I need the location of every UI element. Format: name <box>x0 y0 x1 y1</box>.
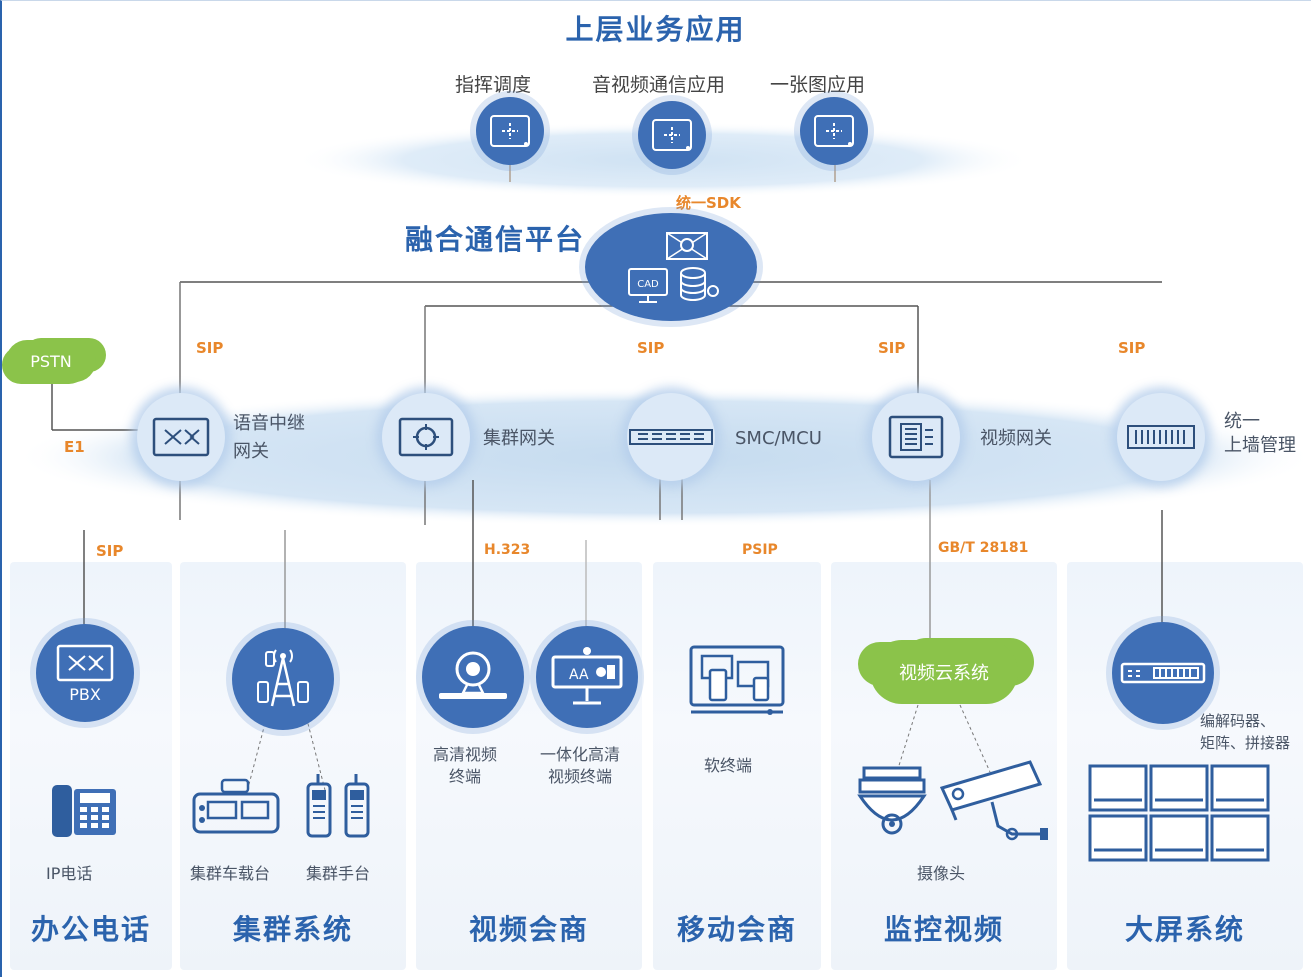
gateway-label-line: 统一 <box>1224 411 1260 432</box>
gateway-label-line: 语音中继 <box>233 413 305 434</box>
platform-title: 融合通信平台 <box>405 223 586 256</box>
svg-text:AA: AA <box>569 667 589 683</box>
app-label-map: 一张图应用 <box>770 74 866 96</box>
protocol-psip: PSIP <box>742 542 778 558</box>
platform-icon: CAD <box>585 213 757 321</box>
vehicle-radio-icon <box>192 778 280 834</box>
panel-title: 大屏系统 <box>1124 913 1245 946</box>
gateway-label-smc: SMC/MCU <box>735 428 822 449</box>
gateway-label-voice: 语音中继 网关 <box>233 410 305 466</box>
top-layer-title: 上层业务应用 <box>565 13 746 46</box>
voice-trunk-gateway-icon <box>137 393 225 481</box>
gateway-label-wall: 统一 上墙管理 <box>1224 410 1296 458</box>
sip-label-3: SIP <box>878 339 906 357</box>
gateway-label-trunking: 集群网关 <box>483 428 555 449</box>
camera-label: 摄像头 <box>917 864 966 883</box>
gateway-label-video: 视频网关 <box>980 428 1052 449</box>
sdk-label: 统一SDK <box>676 194 741 212</box>
handheld-radio-label: 集群手台 <box>306 864 371 883</box>
dev-label-line: 终端 <box>449 767 482 786</box>
smc-mcu-icon <box>627 393 715 481</box>
pstn-label: PSTN <box>30 351 72 371</box>
video-cloud-label: 视频云系统 <box>899 663 989 684</box>
app-label-dispatch: 指挥调度 <box>455 74 532 96</box>
wall-management-icon <box>1117 393 1205 481</box>
e1-label: E1 <box>64 438 85 456</box>
panel-title: 视频会商 <box>468 913 589 946</box>
ip-phone-icon <box>52 785 116 837</box>
dev-label-line: 编解码器、 <box>1200 712 1276 730</box>
panel-title: 办公电话 <box>30 913 151 946</box>
av-communication-icon <box>638 101 706 169</box>
gateway-label-line: 网关 <box>233 441 269 462</box>
soft-terminal-icon <box>689 645 785 715</box>
codec-matrix-icon <box>1112 622 1214 724</box>
codec-matrix-label: 编解码器、 矩阵、拼接器 <box>1200 710 1290 754</box>
hd-video-terminal-icon <box>422 626 524 728</box>
pstn-cloud: PSTN <box>6 340 96 382</box>
video-cloud-system: 视频云系统 <box>870 640 1018 704</box>
sip-label-2: SIP <box>637 339 665 357</box>
trunking-gateway-icon <box>382 393 470 481</box>
panel-title: 监控视频 <box>883 913 1004 946</box>
dome-camera-icon <box>857 766 927 835</box>
svg-text:CAD: CAD <box>637 279 659 290</box>
pbx-label: PBX <box>69 684 101 704</box>
dispatch-icon <box>476 97 544 165</box>
video-gateway-icon <box>872 393 960 481</box>
dev-label-line: 视频终端 <box>548 767 613 786</box>
bullet-camera-icon <box>939 760 1048 841</box>
soft-terminal-label: 软终端 <box>704 756 753 775</box>
dev-label-line: 一体化高清 <box>540 745 621 764</box>
video-wall-icon <box>1088 764 1270 862</box>
trunking-tower-icon <box>232 628 334 730</box>
panel-title: 移动会商 <box>676 913 797 946</box>
sip-label-4: SIP <box>1118 339 1146 357</box>
protocol-sip: SIP <box>96 542 124 560</box>
handheld-radio-icon <box>306 774 370 838</box>
integrated-terminal-label: 一体化高清 视频终端 <box>540 744 620 788</box>
dev-label-line: 高清视频 <box>433 745 498 764</box>
sip-label-1: SIP <box>196 339 224 357</box>
dev-label-line: 矩阵、拼接器 <box>1200 734 1291 752</box>
panel-mobile-conference: 移动会商 <box>653 562 821 970</box>
map-app-icon <box>800 97 868 165</box>
protocol-h323: H.323 <box>484 542 531 558</box>
gateway-label-line: 上墙管理 <box>1224 435 1296 456</box>
integrated-video-terminal-icon: AA <box>536 626 638 728</box>
app-label-av: 音视频通信应用 <box>592 74 726 96</box>
ip-phone-label: IP电话 <box>46 864 93 883</box>
vehicle-radio-label: 集群车载台 <box>190 864 271 883</box>
protocol-gbt28181: GB/T 28181 <box>938 540 1029 556</box>
panel-title: 集群系统 <box>232 913 353 946</box>
pbx-icon: PBX <box>36 624 134 722</box>
hd-video-terminal-label: 高清视频 终端 <box>433 744 497 788</box>
